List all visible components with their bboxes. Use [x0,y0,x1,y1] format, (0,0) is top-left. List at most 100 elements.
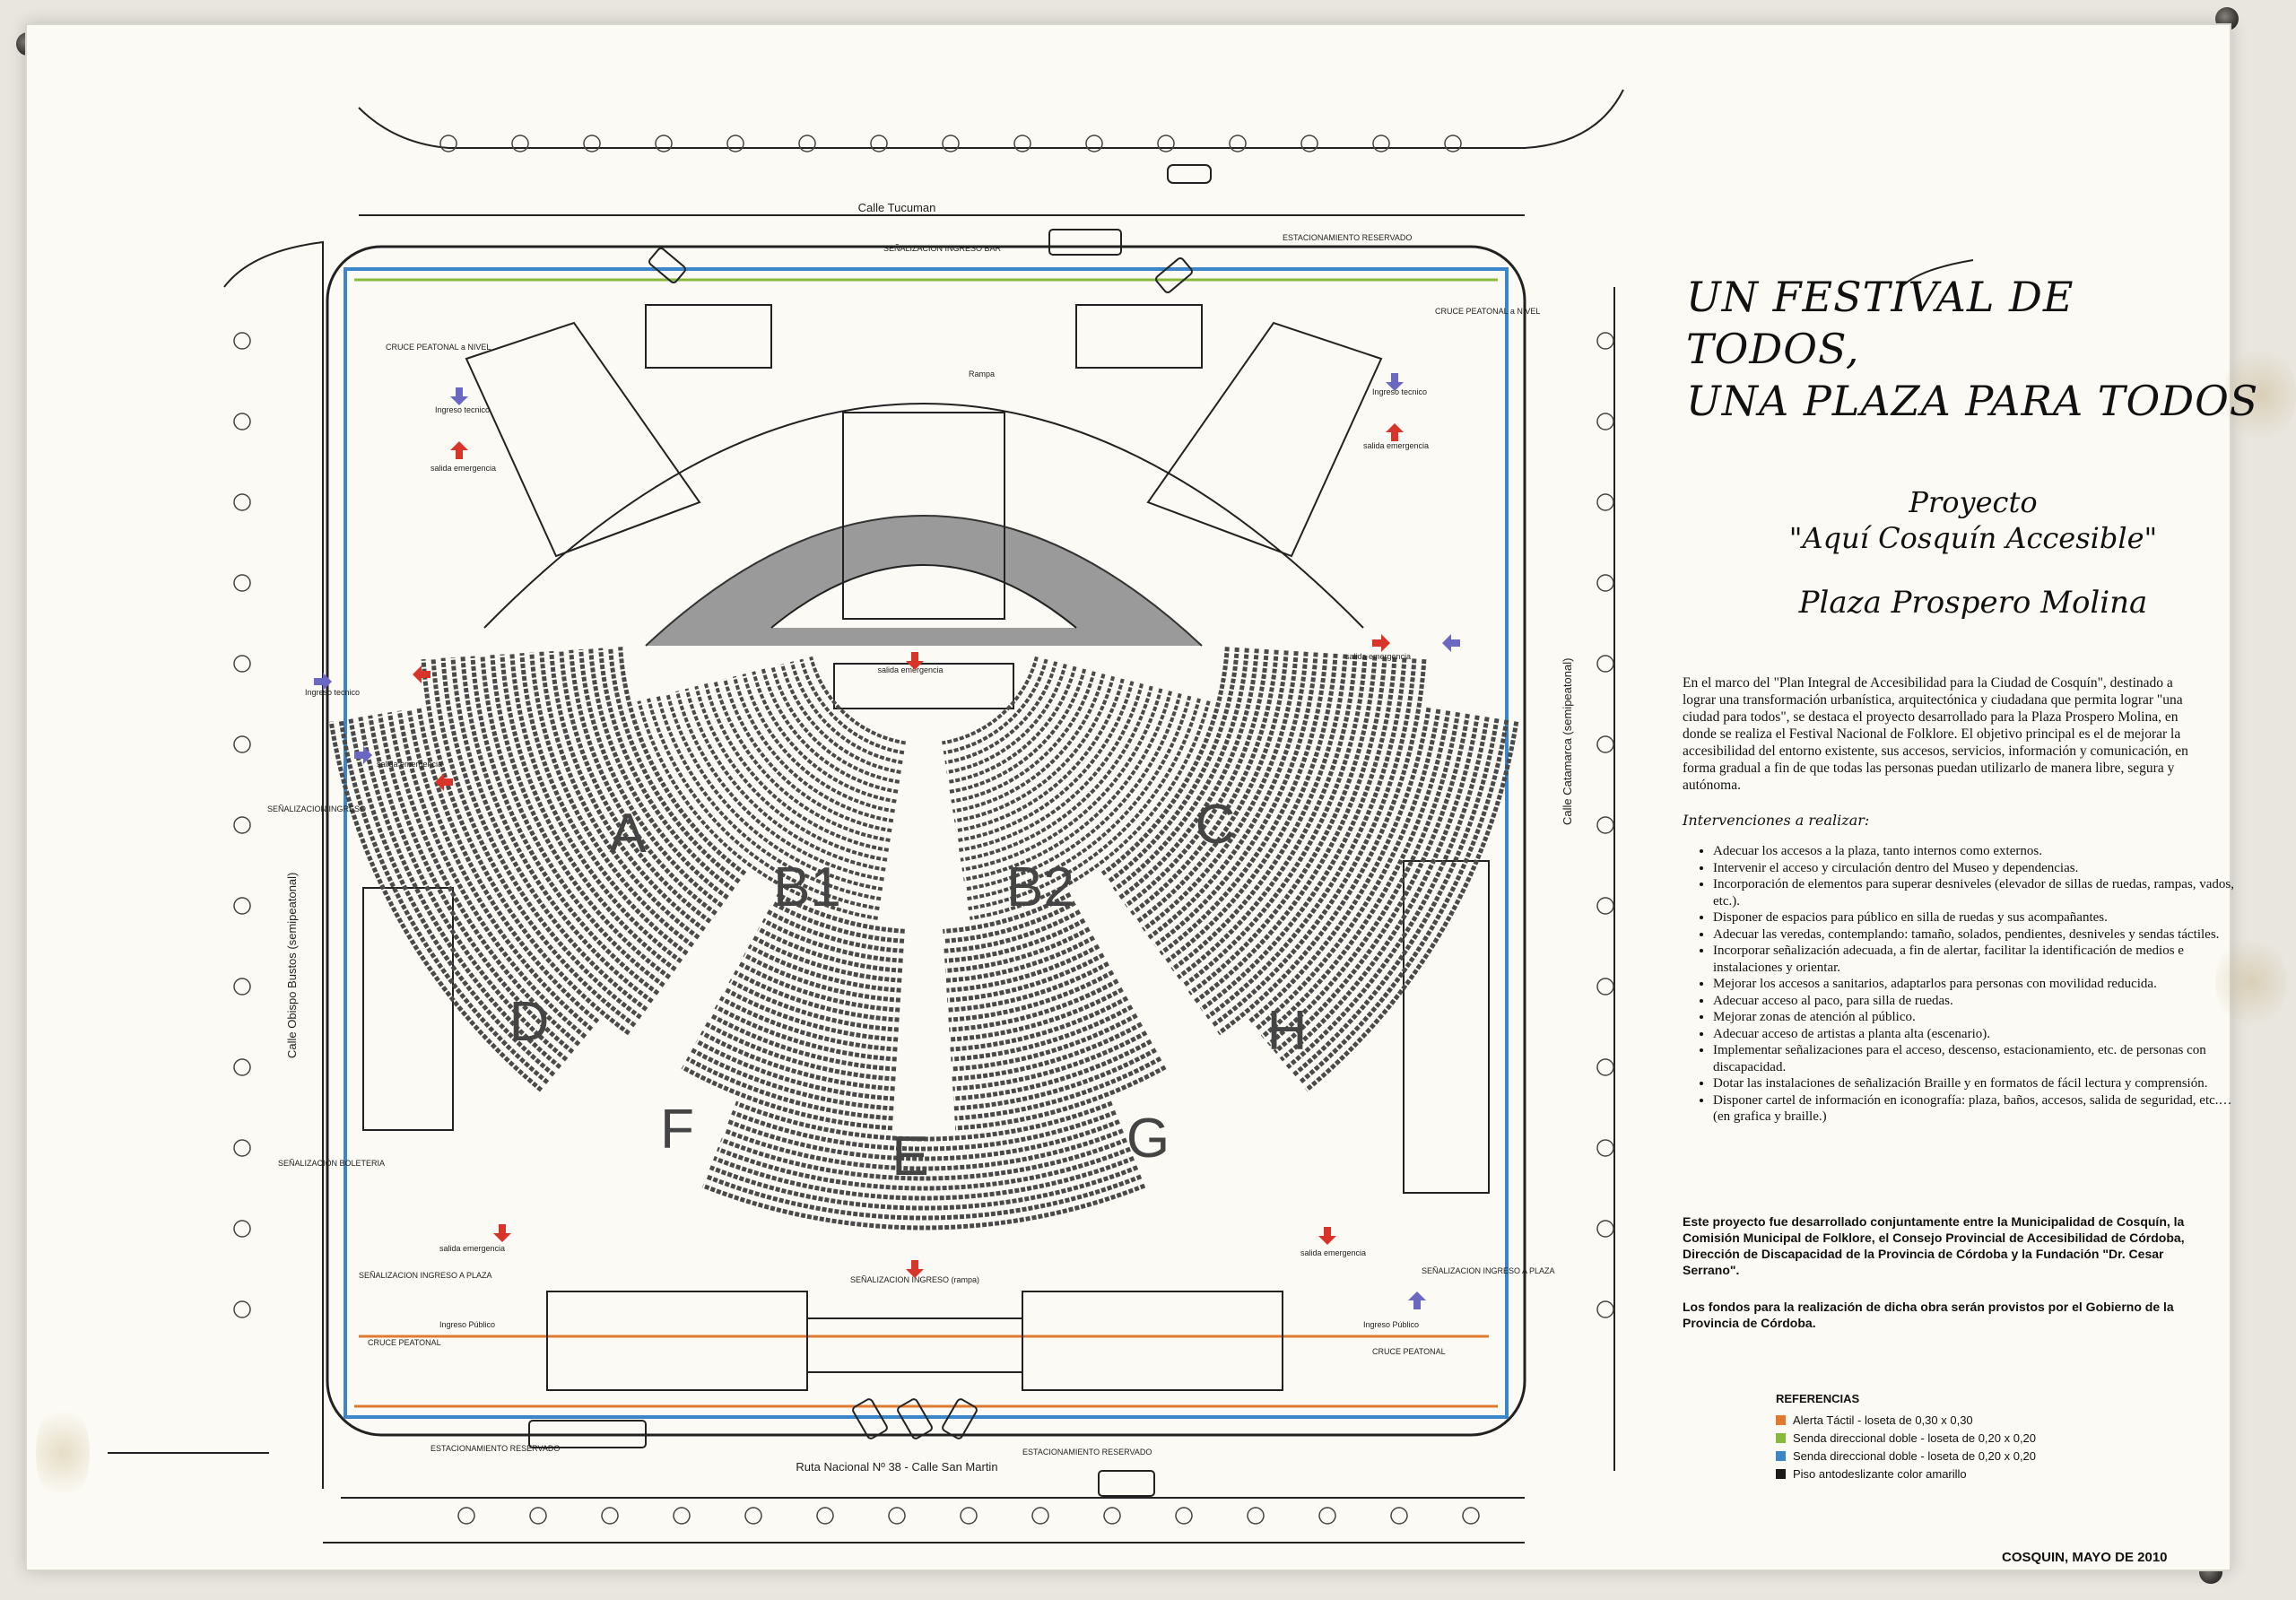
tree-icon [744,1507,762,1525]
seat-row [1187,656,1378,996]
seat-row [949,978,1119,1032]
seat-row [618,647,747,876]
reference-label: Alerta Táctil - loseta de 0,30 x 0,30 [1793,1413,1973,1427]
title-line: UN FESTIVAL DE TODOS, [1686,273,2074,373]
plan-note: Ingreso tecnico [305,688,360,697]
seat-row [1266,711,1461,1047]
stain [2224,341,2296,448]
seat-row [709,1013,897,1072]
seat-row [738,961,900,1013]
seat-row [743,952,901,1003]
reference-item: Senda direccional doble - loseta de 0,20… [1776,1447,2036,1465]
seat-row [752,935,902,983]
seat-row [681,1065,893,1131]
seat-row [685,1057,893,1121]
seat-row [732,675,894,823]
seat-row [1217,658,1427,1036]
down-arrow-icon [906,652,924,670]
tree-icon [1596,978,1614,996]
tree-icon [1596,1139,1614,1157]
interventions-title: Intervenciones a realizar: [1683,812,1870,829]
tree-icon [960,1507,978,1525]
seat-row [578,648,724,908]
seat-row [450,657,648,1012]
seat-row [1147,651,1309,940]
tree-icon [457,1507,475,1525]
reference-swatch [1776,1450,1786,1461]
seat-row [1124,648,1269,908]
seat-row [1130,649,1279,916]
street-label: Calle Catamarca (semipeatonal) [1561,658,1574,825]
left-arrow-icon [413,665,430,683]
tree-icon [1596,413,1614,430]
reference-label: Senda direccional doble - loseta de 0,20… [1793,1430,2037,1445]
plan-note: CRUCE PEATONAL [368,1338,441,1347]
seat-row [1142,650,1299,932]
sector-label: E [891,1126,928,1187]
seat-row [1298,719,1509,1084]
seat-row [947,665,1077,784]
seat-row [951,1013,1138,1072]
seat-row [539,651,700,940]
tree-icon [233,655,251,673]
seat-row [718,996,898,1052]
seat-row [761,668,899,794]
seat-row [717,1146,1131,1191]
seat-row [416,707,600,1024]
seat-row [1260,710,1451,1039]
right-arrow-icon [354,746,372,764]
right-arrow-icon [1372,634,1390,652]
seat-row [460,657,654,1004]
seat-row [549,650,706,932]
seat-row [780,664,901,774]
seat-row [701,1183,1146,1230]
seat-row [647,698,880,911]
intervention-item: Disponer cartel de información en iconog… [1713,1092,2235,1126]
project-name: "Aquí Cosquín Accesible" [1788,521,2158,555]
tree-icon [1596,1220,1614,1238]
tree-icon [233,1220,251,1238]
seat-row [1248,707,1431,1024]
seat-row [1107,647,1239,884]
tree-icon [1085,135,1103,152]
seat-row [712,1156,1135,1201]
seat-row [943,900,1076,943]
seat-row [1118,648,1259,900]
seat-row [946,664,1067,774]
collaboration-paragraph: Este proyecto fue desarrollado conjuntam… [1683,1214,2185,1277]
tree-icon [1596,655,1614,673]
seat-row [951,1004,1134,1062]
seat-row [952,1030,1148,1091]
seat-row [961,688,1163,872]
seat-row [1273,713,1470,1055]
seat-row [1279,715,1480,1062]
seat-row [951,671,1096,804]
seat-row [1199,657,1397,1012]
project-title: Proyecto "Aquí Cosquín Accesible" [1686,484,2260,556]
tree-icon [1318,1507,1336,1525]
tree-icon [1596,332,1614,350]
plan-note: SEÑALIZACION BOLETERIA [278,1159,385,1168]
seat-row [789,661,903,765]
references-title: REFERENCIAS [1776,1392,1860,1405]
plan-note: SEÑALIZACION INGRESO BAR [883,244,1002,253]
tree-icon [233,413,251,430]
sector-label: D [509,991,550,1053]
seat-row [960,685,1153,862]
seat-row [700,1030,895,1091]
seat-row [348,717,556,1077]
seat-row [953,675,1116,823]
seat-row [742,673,895,813]
seat-row [519,653,689,956]
seat-row [966,695,1192,901]
seat-row [952,1039,1152,1101]
tree-icon [655,135,673,152]
references-legend: REFERENCIAS Alerta Táctil - loseta de 0,… [1776,1392,2036,1483]
seat-row [358,717,562,1069]
seat-row [950,996,1129,1052]
intervention-item: Adecuar acceso al paco, para silla de ru… [1713,993,2235,1010]
plan-note: ESTACIONAMIENTO RESERVADO [1283,233,1412,242]
plan-note: CRUCE PEATONAL [1372,1347,1446,1356]
seat-row [500,654,677,972]
tree-icon [1596,735,1614,753]
